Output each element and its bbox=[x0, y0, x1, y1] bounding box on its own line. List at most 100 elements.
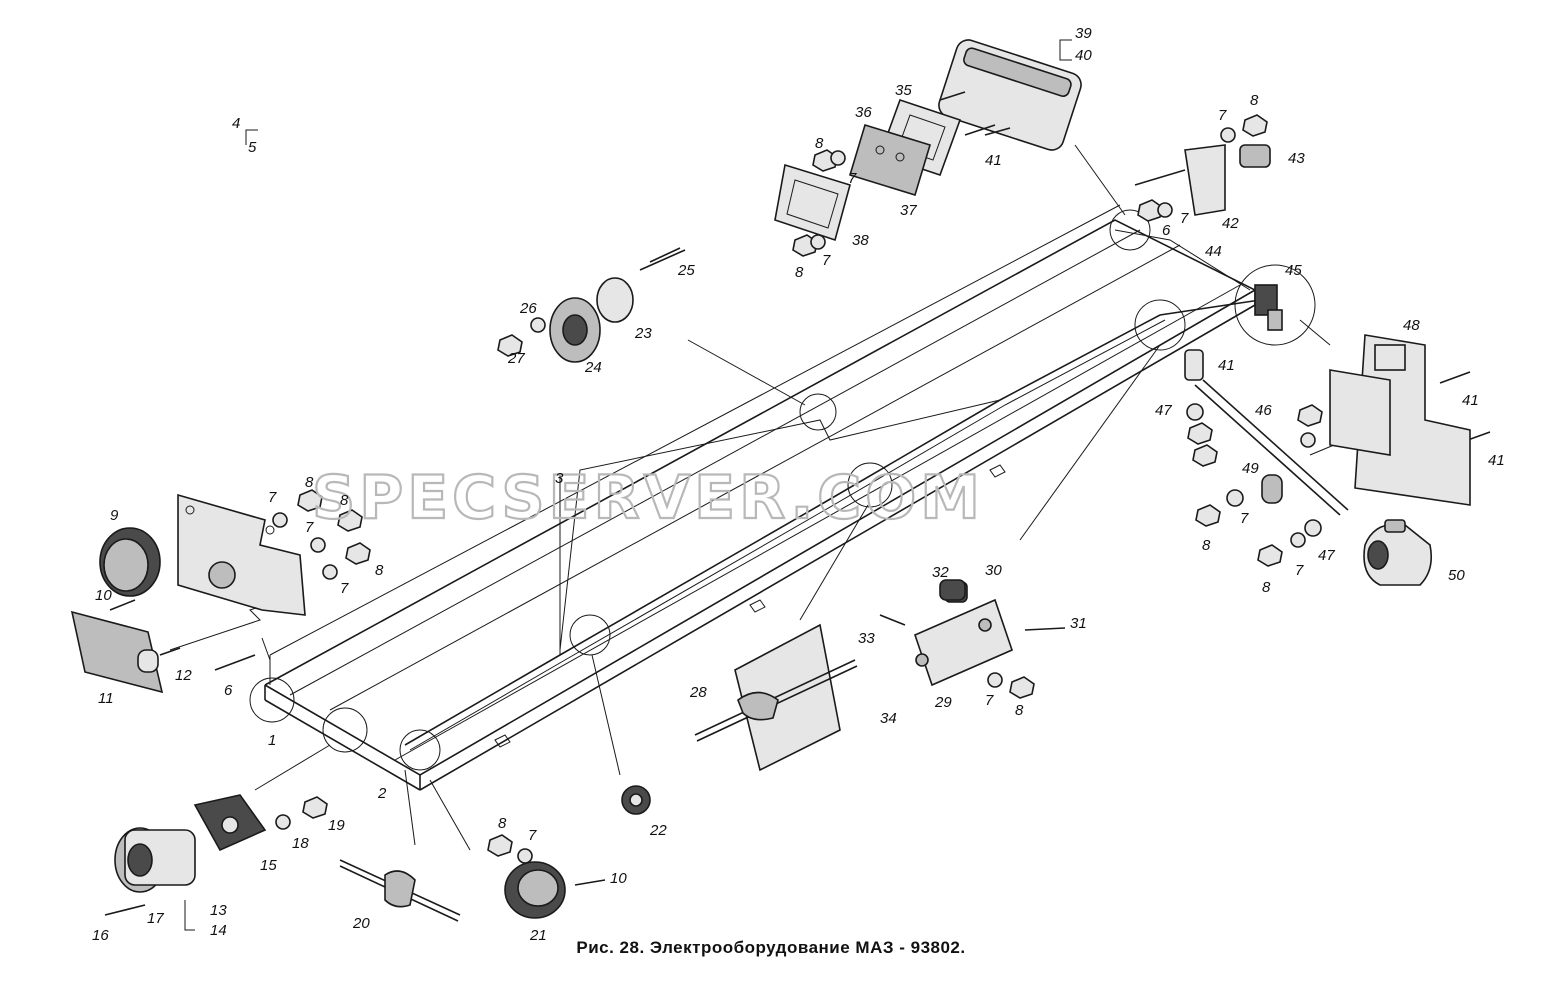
nut-washer-pair bbox=[497, 317, 546, 357]
lamp-bracket bbox=[849, 123, 931, 197]
callout-26: 26 bbox=[519, 300, 537, 317]
callout-50: 50 bbox=[1448, 567, 1465, 584]
callout-24: 24 bbox=[584, 359, 602, 376]
nut-8-bottom bbox=[487, 834, 513, 857]
callout-43: 43 bbox=[1288, 150, 1305, 167]
callout-31: 31 bbox=[1070, 615, 1087, 632]
nut-stack-47 bbox=[1187, 422, 1213, 445]
callout-7a: 7 bbox=[848, 170, 857, 187]
fittings-32-33-34 bbox=[939, 579, 966, 601]
callout-47b: 47 bbox=[1318, 547, 1335, 564]
callout-15: 15 bbox=[260, 857, 277, 874]
callout-39: 39 bbox=[1075, 25, 1092, 42]
washer-48 bbox=[1300, 432, 1316, 448]
callout-7i: 7 bbox=[340, 580, 349, 597]
callout-3: 3 bbox=[555, 470, 564, 487]
callout-8h: 8 bbox=[375, 562, 384, 579]
callout-40: 40 bbox=[1075, 47, 1092, 64]
callout-12: 12 bbox=[175, 667, 192, 684]
callout-44: 44 bbox=[1205, 243, 1222, 260]
nut-lower-47 bbox=[1192, 444, 1218, 467]
callout-10a: 10 bbox=[95, 587, 112, 604]
callout-42: 42 bbox=[1222, 215, 1239, 232]
watermark: SPECSERVER.COM bbox=[312, 463, 984, 533]
trailer-frame bbox=[249, 204, 1316, 791]
callout-11: 11 bbox=[98, 690, 114, 707]
callout-14: 14 bbox=[210, 922, 227, 939]
clip-49 bbox=[1226, 474, 1283, 507]
callout-8d: 8 bbox=[1202, 537, 1211, 554]
callout-20: 20 bbox=[352, 915, 370, 932]
rear-corner-fitting bbox=[1254, 284, 1283, 331]
nut-8-right bbox=[1242, 114, 1268, 137]
callout-2: 2 bbox=[377, 785, 387, 802]
callout-10b: 10 bbox=[610, 870, 627, 887]
callout-6a: 6 bbox=[1162, 222, 1171, 239]
callout-47a: 47 bbox=[1155, 402, 1172, 419]
washer-7-right-lower bbox=[1157, 202, 1173, 218]
callout-7d: 7 bbox=[822, 252, 831, 269]
callout-7c: 7 bbox=[1180, 210, 1189, 227]
callout-8f: 8 bbox=[305, 474, 314, 491]
washer-47 bbox=[1186, 403, 1204, 421]
trailer-socket-50 bbox=[1363, 519, 1433, 586]
callout-46: 46 bbox=[1255, 402, 1272, 419]
callout-21: 21 bbox=[529, 927, 547, 944]
nut-8-strap bbox=[1195, 504, 1221, 527]
callout-19: 19 bbox=[328, 817, 345, 834]
callout-7g: 7 bbox=[268, 489, 277, 506]
callout-22: 22 bbox=[649, 822, 667, 839]
callout-7j: 7 bbox=[528, 827, 537, 844]
callout-5: 5 bbox=[248, 139, 257, 156]
callout-7e: 7 bbox=[1240, 510, 1249, 527]
rear-panel-plate bbox=[177, 493, 306, 616]
callout-35: 35 bbox=[895, 82, 912, 99]
callout-labels: 39 40 35 36 8 7 3 7 38 41 8 7 43 42 7 6 4… bbox=[92, 25, 1505, 944]
callout-49: 49 bbox=[1242, 460, 1259, 477]
roller-assembly bbox=[549, 249, 686, 363]
nut-stack-left bbox=[272, 489, 371, 580]
callout-30: 30 bbox=[985, 562, 1002, 579]
callout-8g: 8 bbox=[340, 492, 349, 509]
callout-34: 34 bbox=[880, 710, 897, 727]
rear-lamp-left bbox=[70, 610, 164, 694]
callout-16: 16 bbox=[92, 927, 109, 944]
washer-7-box bbox=[987, 672, 1003, 688]
tail-lamp bbox=[938, 39, 1082, 151]
callout-23: 23 bbox=[634, 325, 652, 342]
nut-19 bbox=[302, 796, 328, 819]
mounting-plate bbox=[774, 163, 851, 242]
ground-strap bbox=[1184, 349, 1349, 516]
nut-8-box bbox=[1009, 676, 1035, 699]
socket-gasket bbox=[193, 794, 267, 852]
callout-7b: 7 bbox=[1218, 107, 1227, 124]
callout-17: 17 bbox=[147, 910, 164, 927]
washer-7-upper bbox=[830, 150, 846, 166]
callout-36: 36 bbox=[855, 104, 872, 121]
side-lamp-21 bbox=[504, 861, 566, 919]
callout-8b: 8 bbox=[1250, 92, 1259, 109]
callout-8i: 8 bbox=[498, 815, 507, 832]
callout-27: 27 bbox=[507, 350, 525, 367]
nut-8-right-lower bbox=[1137, 199, 1163, 222]
callout-8c: 8 bbox=[795, 264, 804, 281]
washer-47-lower bbox=[1304, 519, 1322, 537]
callout-41a: 41 bbox=[985, 152, 1002, 169]
callout-41b: 41 bbox=[1218, 357, 1235, 374]
leader-lines bbox=[169, 39, 1431, 931]
callout-13: 13 bbox=[210, 902, 227, 919]
washer-7-right bbox=[1220, 127, 1236, 143]
callout-45: 45 bbox=[1285, 262, 1302, 279]
callout-18: 18 bbox=[292, 835, 309, 852]
callout-38: 38 bbox=[852, 232, 869, 249]
side-marker-lamp bbox=[99, 527, 161, 597]
cable-clip-28 bbox=[694, 623, 858, 772]
callout-29: 29 bbox=[934, 694, 952, 711]
callout-41c: 41 bbox=[1462, 392, 1479, 409]
nut-48 bbox=[1297, 404, 1323, 427]
callout-25: 25 bbox=[677, 262, 695, 279]
figure-caption: Рис. 28. Электрооборудование МАЗ - 93802… bbox=[576, 938, 966, 957]
cable-clip-20 bbox=[339, 859, 461, 922]
callout-8a: 8 bbox=[815, 135, 824, 152]
